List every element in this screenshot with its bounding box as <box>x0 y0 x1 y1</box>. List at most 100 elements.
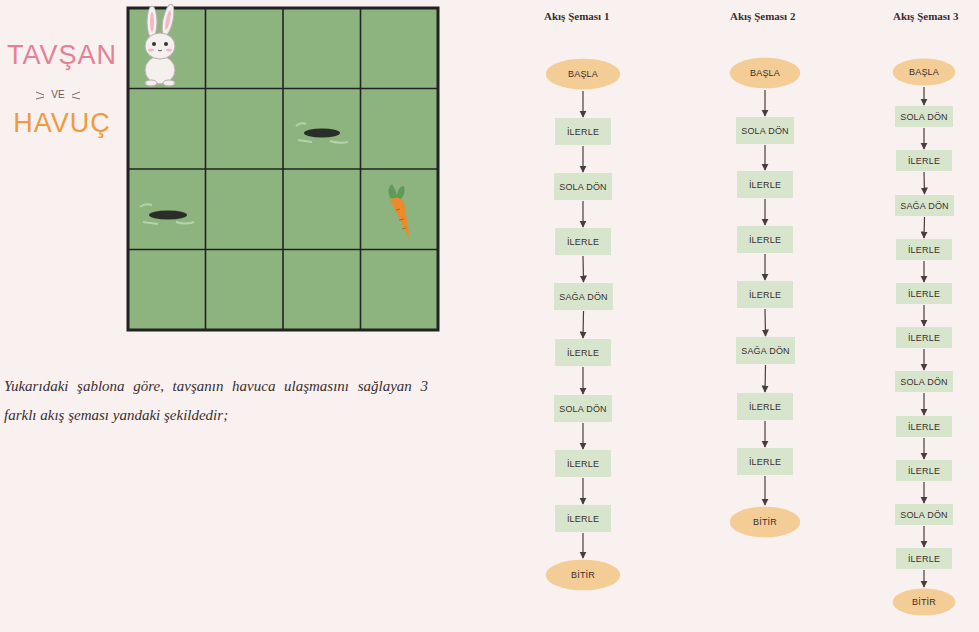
flow-arrow <box>923 172 925 194</box>
oval-shape <box>730 507 801 538</box>
process-box: İLERLE <box>737 448 793 475</box>
process-box: İLERLE <box>555 339 611 366</box>
rabbit-cheek <box>148 48 154 51</box>
flow-arrow <box>582 367 583 394</box>
chart-heading: Akış Şeması 3 <box>893 10 958 22</box>
terminal-oval: BİTİR <box>545 559 621 591</box>
process-box: İLERLE <box>555 450 611 477</box>
terminal-oval: BAŞLA <box>545 58 621 90</box>
process-box: İLERLE <box>737 226 793 253</box>
terminal-oval: BİTİR <box>729 506 801 538</box>
process-box: İLERLE <box>896 460 952 481</box>
node-text: SOLA DÖN <box>559 182 607 192</box>
node-text: İLERLE <box>749 457 781 467</box>
oval-shape <box>730 58 801 89</box>
flow-arrow <box>582 533 583 558</box>
oval-shape <box>546 560 620 591</box>
title-text: TAVŞAN <box>7 40 117 71</box>
grid-line <box>128 88 438 90</box>
flow-arrow <box>923 217 925 238</box>
oval-shape <box>893 589 956 616</box>
flow-arrow <box>582 91 583 117</box>
process-box: İLERLE <box>896 548 952 569</box>
node-text: İLERLE <box>567 127 599 137</box>
oval-shape <box>893 59 956 86</box>
process-box: İLERLE <box>555 228 611 255</box>
process-box: İLERLE <box>555 118 611 145</box>
flow-arrow <box>764 90 765 116</box>
title-text: HAVUÇ <box>13 108 111 139</box>
flow-arrow <box>923 128 924 149</box>
node-text: İLERLE <box>908 245 940 255</box>
process-box: SOLA DÖN <box>895 106 953 127</box>
node-text: İLERLE <box>567 237 599 247</box>
flow-arrow <box>764 365 766 392</box>
node-text: BİTİR <box>912 597 936 607</box>
process-box: İLERLE <box>896 150 952 171</box>
flow-arrow <box>582 146 583 172</box>
flow-arrow <box>582 256 584 282</box>
node-text: İLERLE <box>908 422 940 432</box>
node-text: İLERLE <box>908 156 940 166</box>
node-text: İLERLE <box>908 554 940 564</box>
chart-heading: Akış Şeması 2 <box>730 10 795 22</box>
process-box: İLERLE <box>896 327 952 348</box>
rabbit-eye <box>152 42 156 46</box>
node-text: İLERLE <box>908 466 940 476</box>
flow-arrow <box>923 87 924 105</box>
process-box: SAĞA DÖN <box>895 195 954 216</box>
node-text: SAĞA DÖN <box>741 346 790 356</box>
terminal-oval: BAŞLA <box>892 58 956 86</box>
flow-arrow <box>923 438 924 459</box>
flow-arrow <box>582 478 583 504</box>
title-text: VE <box>51 89 64 100</box>
flow-arrow <box>764 421 765 447</box>
process-box: İLERLE <box>896 283 952 304</box>
node-text: BİTİR <box>753 517 777 527</box>
flow-arrow <box>764 199 765 225</box>
process-box: İLERLE <box>737 171 793 198</box>
node-text: BAŞLA <box>909 67 939 77</box>
node-text: SOLA DÖN <box>900 112 948 122</box>
node-text: SOLA DÖN <box>900 377 948 387</box>
hole-opening <box>304 129 340 138</box>
node-text: İLERLE <box>567 514 599 524</box>
flow-arrow <box>582 423 583 449</box>
node-text: BAŞLA <box>568 69 598 79</box>
hole <box>296 123 348 142</box>
carrot-line <box>396 209 406 229</box>
node-text: İLERLE <box>749 235 781 245</box>
process-box: SOLA DÖN <box>736 117 794 144</box>
rabbit-mouth <box>158 50 162 51</box>
grid <box>128 8 438 330</box>
node-text: SOLA DÖN <box>559 404 607 414</box>
decor-mark <box>72 92 80 99</box>
node-text: BİTİR <box>571 570 595 580</box>
rabbit-foot <box>163 80 175 86</box>
hole <box>140 204 194 224</box>
rabbit-foot <box>145 80 157 86</box>
flow-arrow <box>923 305 924 326</box>
grass-tuft <box>140 204 194 224</box>
grid-line <box>128 168 438 170</box>
flow-arrow <box>923 570 924 587</box>
flow-arrow <box>764 145 765 170</box>
node-text: İLERLE <box>908 289 940 299</box>
process-box: SAĞA DÖN <box>554 283 613 310</box>
flow-arrow <box>923 393 924 415</box>
process-box: SOLA DÖN <box>554 173 612 200</box>
flow-arrow <box>923 261 924 282</box>
process-box: SOLA DÖN <box>554 395 612 422</box>
process-box: SAĞA DÖN <box>736 337 795 364</box>
node-text: İLERLE <box>749 290 781 300</box>
process-box: İLERLE <box>896 416 952 437</box>
rabbit-head <box>145 33 175 59</box>
flow-arrow <box>764 309 766 336</box>
process-box: SOLA DÖN <box>895 504 953 525</box>
process-box: SOLA DÖN <box>895 371 953 392</box>
flow-arrow <box>923 349 924 370</box>
grid-ground <box>128 8 438 330</box>
node-text: SAĞA DÖN <box>559 292 608 302</box>
caption-text: Yukarıdaki şablona göre, tavşanın havuca… <box>4 372 428 430</box>
